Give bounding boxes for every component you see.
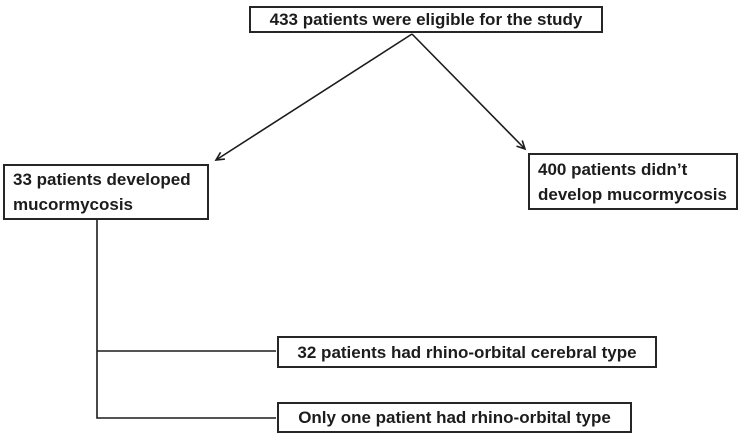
node-did-not-develop-mucormycosis: 400 patients didn’t develop mucormycosis — [528, 153, 738, 210]
node-eligible-patients: 433 patients were eligible for the study — [249, 6, 603, 33]
edge-eligible-to-not-developed-arrow — [411, 33, 527, 151]
node-rhino-orbital-cerebral-type: 32 patients had rhino-orbital cerebral t… — [277, 336, 657, 368]
node-rhino-orbital-type: Only one patient had rhino-orbital type — [277, 402, 632, 433]
edge-developed-to-orbital-line — [96, 220, 276, 419]
edge-eligible-to-developed-arrow — [214, 33, 413, 161]
node-developed-mucormycosis: 33 patients developed mucormycosis — [3, 164, 209, 220]
